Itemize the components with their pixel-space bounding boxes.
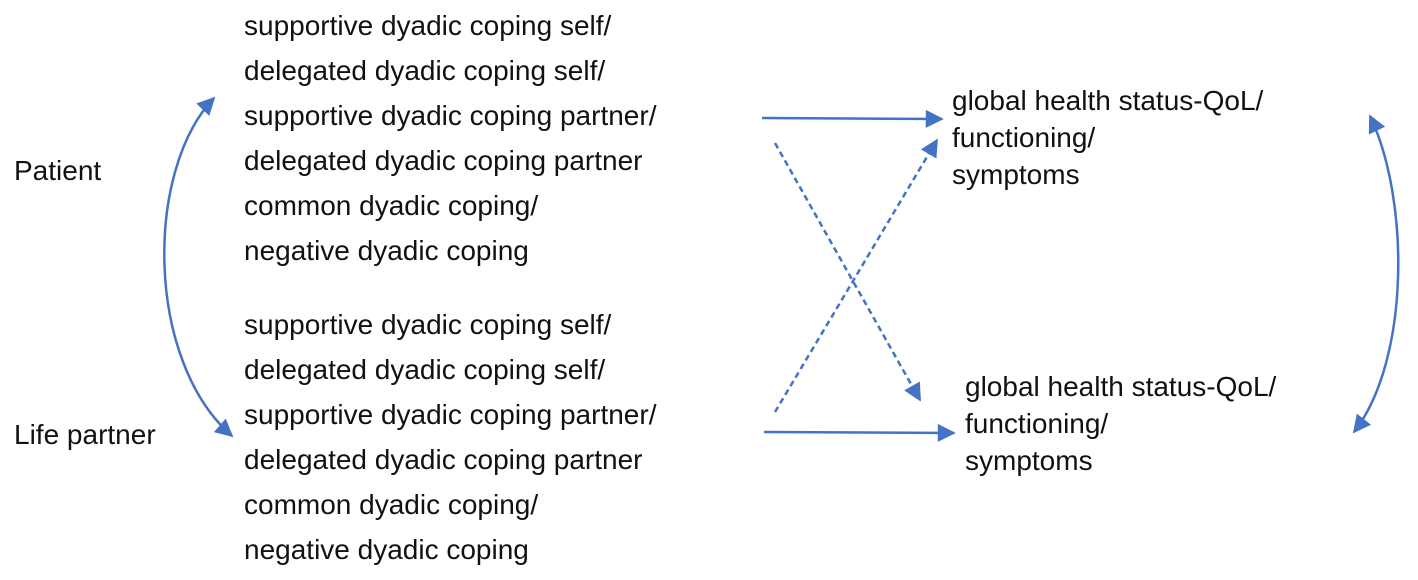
predictor-item: supportive dyadic coping self/: [244, 10, 612, 41]
patient-label: Patient: [14, 155, 102, 186]
predictor-item: supportive dyadic coping partner/: [244, 399, 657, 430]
outcome-item: global health status-QoL/: [952, 85, 1264, 116]
outcome-item: functioning/: [952, 122, 1096, 153]
actor-arrow-partner: [763, 423, 956, 442]
predictor-item: delegated dyadic coping partner: [244, 145, 643, 176]
partner-predictors: supportive dyadic coping self/ delegated…: [244, 302, 656, 572]
life-partner-label: Life partner: [14, 419, 156, 450]
predictor-item: delegated dyadic coping partner: [244, 444, 643, 475]
actor-arrow-patient: [761, 109, 944, 128]
predictor-item: common dyadic coping/: [244, 489, 539, 520]
partner-outcomes: global health status-QoL/ functioning/ s…: [965, 368, 1276, 479]
predictor-item: delegated dyadic coping self/: [244, 354, 606, 385]
predictor-item: delegated dyadic coping self/: [244, 55, 606, 86]
partner-effect-arrow-patient-to-partner: [773, 142, 922, 402]
predictor-item: supportive dyadic coping partner/: [244, 100, 657, 131]
partner-effect-arrow-partner-to-patient: [773, 138, 939, 413]
predictor-item: negative dyadic coping: [244, 534, 529, 565]
outcome-item: global health status-QoL/: [965, 371, 1277, 402]
outcome-item: symptoms: [952, 159, 1080, 190]
outcome-item: symptoms: [965, 445, 1093, 476]
predictor-item: supportive dyadic coping self/: [244, 309, 612, 340]
outcome-correlation-arrow: [1352, 114, 1400, 434]
patient-predictors: supportive dyadic coping self/ delegated…: [244, 3, 656, 273]
outcome-item: functioning/: [965, 408, 1109, 439]
role-correlation-arrow: [163, 96, 234, 438]
patient-outcomes: global health status-QoL/ functioning/ s…: [952, 82, 1263, 193]
predictor-item: common dyadic coping/: [244, 190, 539, 221]
predictor-item: negative dyadic coping: [244, 235, 529, 266]
